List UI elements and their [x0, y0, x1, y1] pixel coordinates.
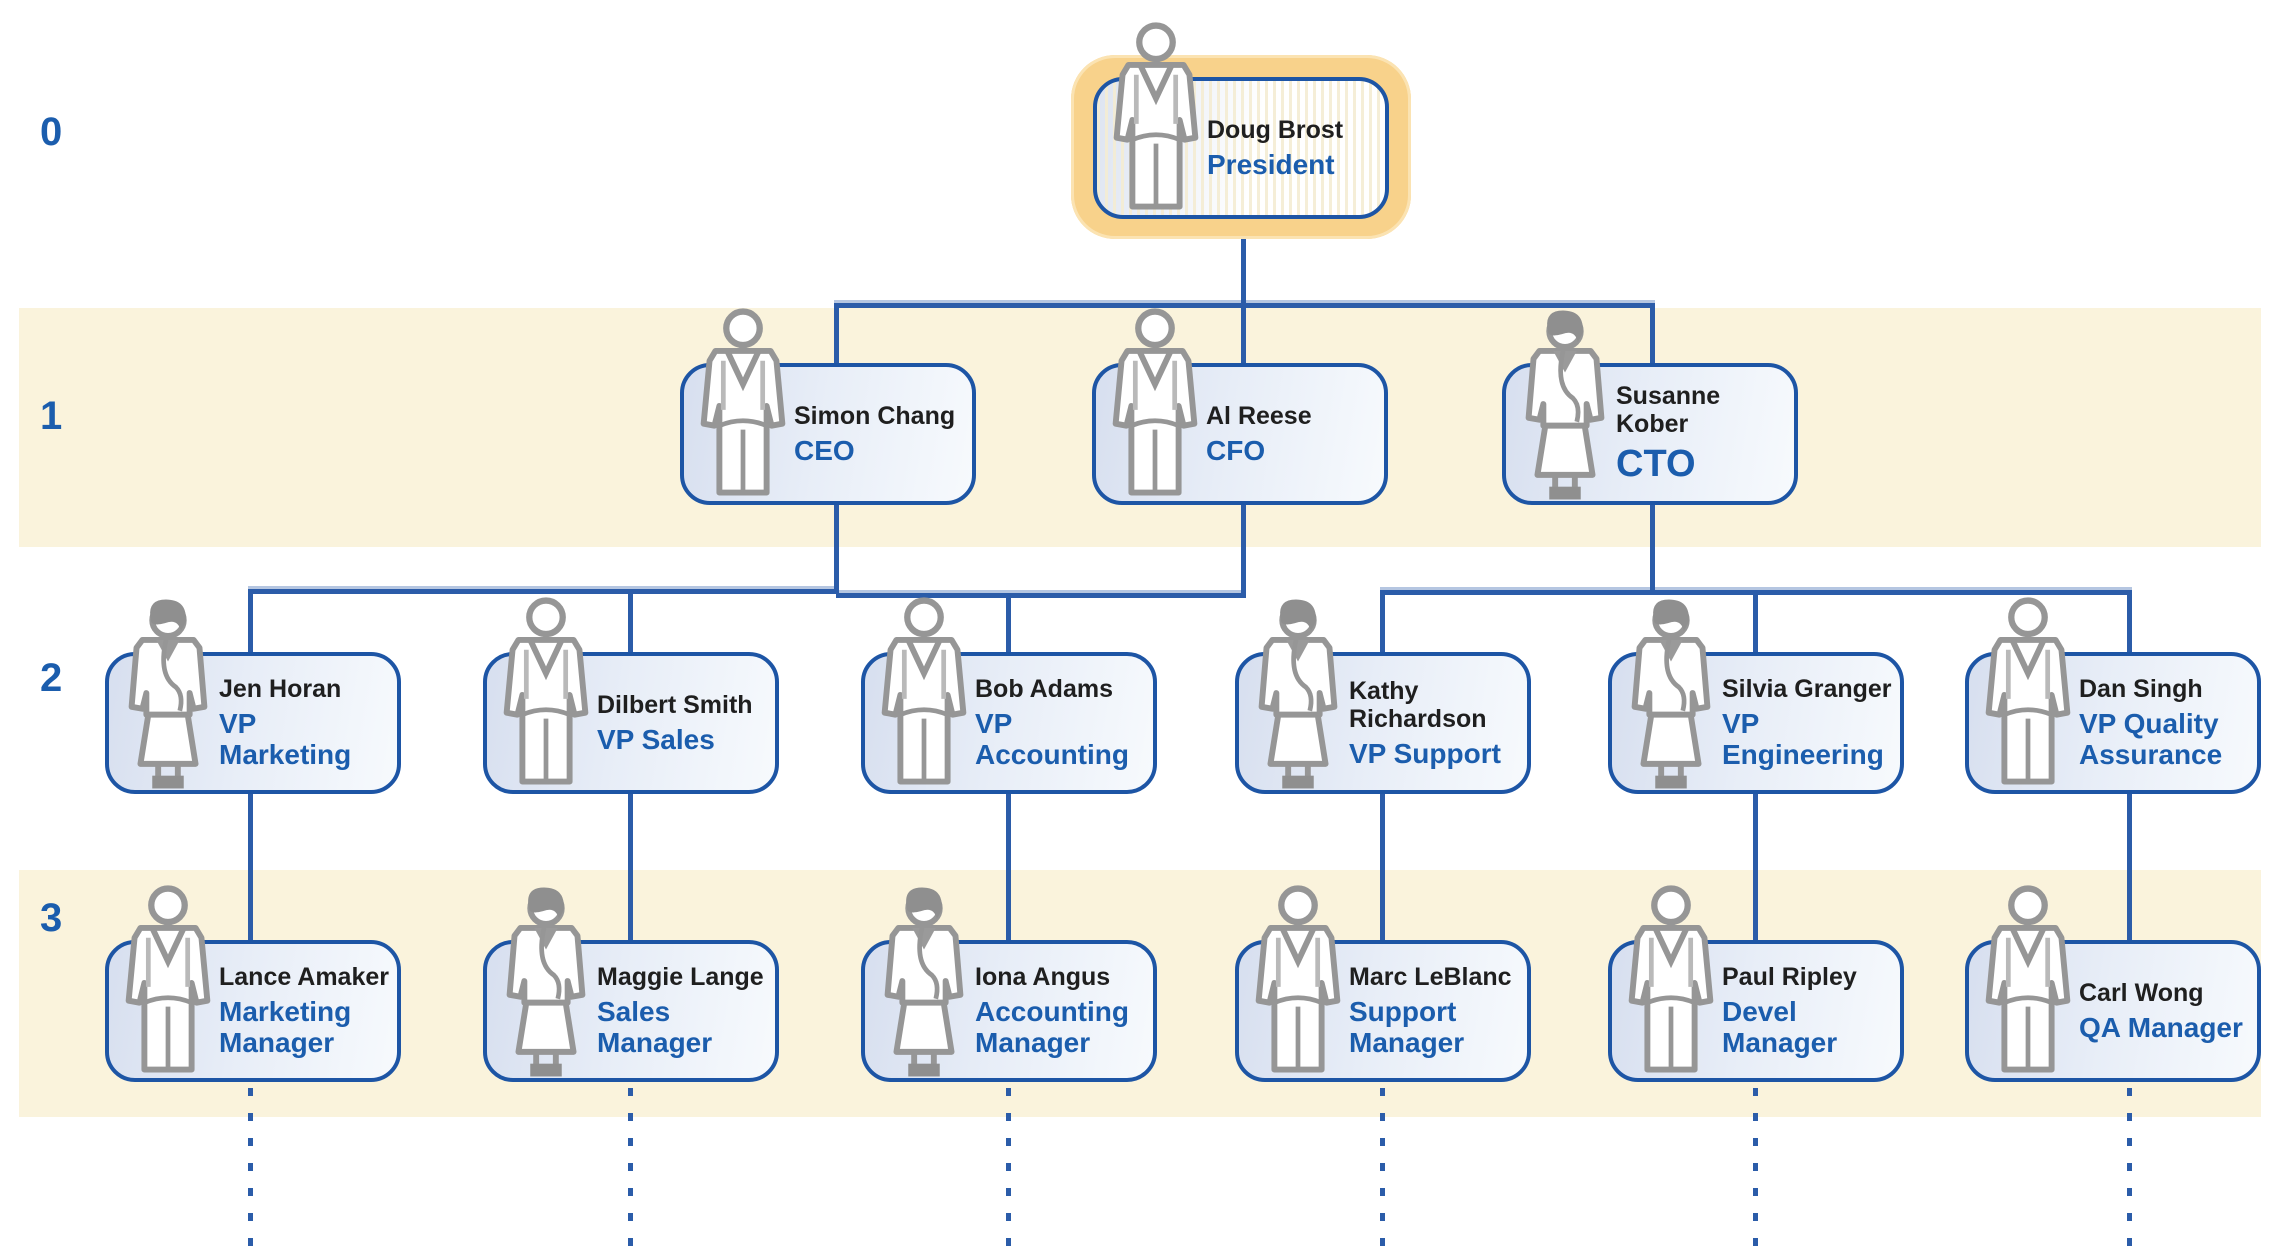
level-label-2: 2 [40, 656, 63, 700]
person-name: Al Reese [1206, 401, 1312, 430]
connector-president-drop [1241, 217, 1246, 307]
person-icon-male [1237, 884, 1359, 1082]
org-node-marc-leblanc[interactable]: Marc LeBlanc Support Manager [1235, 940, 1531, 1082]
org-node-iona-angus[interactable]: Iona Angus Accounting Manager [861, 940, 1157, 1082]
connector-cfo-in [1241, 305, 1246, 365]
connector-vp-marketing-in [248, 591, 253, 654]
connector-qa-manager-in [2127, 793, 2132, 940]
person-name: Jen Horan [219, 675, 342, 704]
connector-vp-qa-in [2127, 592, 2132, 654]
level-label-3: 3 [40, 896, 63, 940]
connector-marketing-manager-in [248, 793, 253, 940]
person-icon-male [682, 307, 804, 505]
org-node-paul-ripley[interactable]: Paul Ripley Devel Manager [1608, 940, 1904, 1082]
org-node-carl-wong[interactable]: Carl Wong QA Manager [1965, 940, 2261, 1082]
org-node-silvia-granger[interactable]: Silvia Granger VP Engineering [1608, 652, 1904, 794]
connector-accounting-manager-in [1006, 793, 1011, 940]
person-title: CEO [794, 434, 855, 466]
person-icon-female [863, 884, 985, 1082]
connector-cfo-drop [1241, 505, 1246, 597]
person-name: Silvia Granger [1722, 675, 1892, 704]
person-name: Bob Adams [975, 675, 1113, 704]
connector-continuation-dashed [1006, 1088, 1011, 1250]
connector-vp-engineering-in [1753, 592, 1758, 654]
person-icon-male [1967, 596, 2089, 794]
connector-cto-drop [1650, 505, 1655, 592]
person-title: VP Sales [597, 723, 715, 755]
org-node-susanne-kober[interactable]: Susanne Kober CTO [1502, 363, 1798, 505]
connector-continuation-dashed [248, 1088, 253, 1250]
person-icon-male [485, 596, 607, 794]
person-title: Marketing Manager [219, 996, 352, 1058]
person-name: Maggie Lange [597, 963, 764, 992]
person-title: VP Marketing [219, 708, 352, 770]
person-name: Iona Angus [975, 963, 1111, 992]
connector-sales-manager-in [628, 793, 633, 940]
org-node-kathy-richardson[interactable]: Kathy Richardson VP Support [1235, 652, 1531, 794]
connector-cto-in [1650, 305, 1655, 365]
connector-cfo-rail [836, 593, 1246, 598]
org-node-simon-chang[interactable]: Simon Chang CEO [680, 363, 976, 505]
person-name: Doug Brost [1207, 115, 1344, 144]
person-name: Paul Ripley [1722, 963, 1857, 992]
org-node-bob-adams[interactable]: Bob Adams VP Accounting [861, 652, 1157, 794]
level-label-0: 0 [40, 110, 63, 154]
connector-vp-accounting-in [1006, 595, 1011, 654]
level-label-1: 1 [40, 394, 63, 438]
connector-continuation-dashed [628, 1088, 633, 1250]
person-icon-male [1967, 884, 2089, 1082]
person-icon-male [1095, 21, 1217, 219]
person-title: Devel Manager [1722, 996, 1838, 1058]
person-title: VP Quality Assurance [2079, 708, 2223, 770]
person-title: QA Manager [2079, 1011, 2243, 1043]
connector-support-manager-in [1380, 793, 1385, 940]
connector-continuation-dashed [1380, 1088, 1385, 1250]
person-title: President [1207, 148, 1335, 180]
connector-vp-sales-in [628, 591, 633, 654]
connector-ceo-in [834, 305, 839, 365]
connector-vp-support-in [1380, 592, 1385, 654]
org-node-dan-singh[interactable]: Dan Singh VP Quality Assurance [1965, 652, 2261, 794]
person-title: VP Engineering [1722, 708, 1884, 770]
connector-ceo-drop [834, 505, 839, 593]
person-name: Marc LeBlanc [1349, 963, 1512, 992]
org-node-lance-amaker[interactable]: Lance Amaker Marketing Manager [105, 940, 401, 1082]
person-icon-female [485, 884, 607, 1082]
connector-devel-manager-in [1753, 793, 1758, 940]
person-icon-female [1610, 596, 1732, 794]
person-name: Dan Singh [2079, 675, 2203, 704]
person-name: Carl Wong [2079, 978, 2204, 1007]
org-node-dilbert-smith[interactable]: Dilbert Smith VP Sales [483, 652, 779, 794]
person-name: Kathy Richardson [1349, 676, 1487, 733]
person-icon-male [1094, 307, 1216, 505]
person-title: Support Manager [1349, 996, 1465, 1058]
person-name: Lance Amaker [219, 963, 389, 992]
person-icon-female [1237, 596, 1359, 794]
org-node-al-reese[interactable]: Al Reese CFO [1092, 363, 1388, 505]
person-icon-male [107, 884, 229, 1082]
person-title: VP Accounting [975, 708, 1129, 770]
person-title: Accounting Manager [975, 996, 1129, 1058]
person-icon-male [863, 596, 985, 794]
org-node-jen-horan[interactable]: Jen Horan VP Marketing [105, 652, 401, 794]
person-name: Dilbert Smith [597, 690, 753, 719]
person-icon-female [1504, 307, 1626, 505]
connector-continuation-dashed [2127, 1088, 2132, 1250]
person-name: Simon Chang [794, 401, 956, 430]
person-icon-male [1610, 884, 1732, 1082]
person-icon-female [107, 596, 229, 794]
connector-ceo-rail [248, 589, 838, 594]
org-node-doug-brost[interactable]: Doug Brost President [1093, 77, 1389, 219]
person-title: Sales Manager [597, 996, 713, 1058]
person-title: CFO [1206, 434, 1266, 466]
person-name: Susanne Kober [1616, 382, 1721, 439]
org-node-maggie-lange[interactable]: Maggie Lange Sales Manager [483, 940, 779, 1082]
connector-continuation-dashed [1753, 1088, 1758, 1250]
person-title: VP Support [1349, 737, 1501, 769]
person-title: CTO [1616, 443, 1696, 486]
